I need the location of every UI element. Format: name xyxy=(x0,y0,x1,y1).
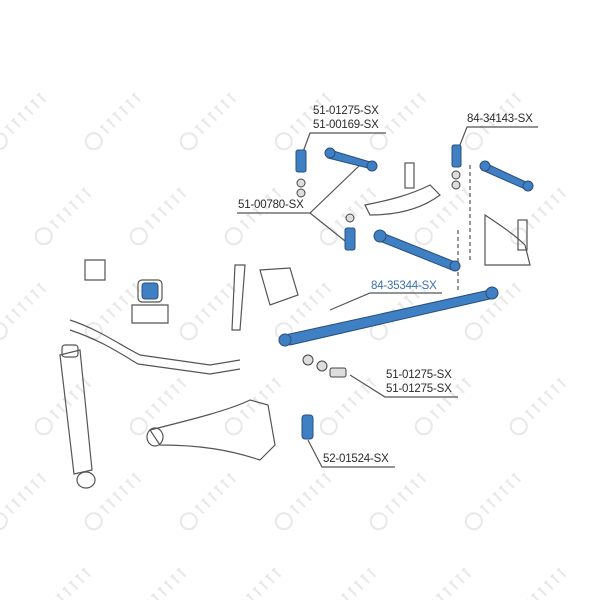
watermark-logo xyxy=(334,567,377,600)
part-label[interactable]: 51-01275-SX xyxy=(313,105,379,117)
bushing xyxy=(84,259,106,281)
idler-arm xyxy=(484,213,531,266)
watermark-logo xyxy=(464,92,522,151)
watermark-logo xyxy=(464,472,522,531)
watermark-logo xyxy=(84,472,142,531)
watermark-logo xyxy=(224,187,282,246)
watermark-logo xyxy=(34,187,92,246)
watermark-logo xyxy=(274,92,332,151)
watermark-logo xyxy=(129,377,187,436)
leader-line xyxy=(457,126,538,151)
watermark-logo xyxy=(524,567,567,600)
part-label[interactable]: 84-34143-SX xyxy=(467,113,533,125)
part-label[interactable]: 51-01275-SX xyxy=(386,383,452,395)
watermark-logo xyxy=(179,92,237,151)
leader-line xyxy=(349,374,458,398)
lower-control-arm xyxy=(149,399,276,461)
part-label-highlighted[interactable]: 84-35344-SX xyxy=(371,280,437,292)
watermark-logo xyxy=(414,377,472,436)
watermark-logo xyxy=(0,92,47,151)
watermark-logo xyxy=(274,472,332,531)
part-label[interactable]: 51-00780-SX xyxy=(238,199,304,211)
watermark-logo xyxy=(319,377,377,436)
bracket xyxy=(259,267,299,306)
watermark-logo xyxy=(179,282,237,341)
watermark-logo xyxy=(319,187,377,246)
sway-link xyxy=(231,264,246,331)
watermark-logo xyxy=(464,282,522,341)
watermark-logo xyxy=(274,282,332,341)
pitman-arm xyxy=(364,184,441,216)
watermark-logo xyxy=(0,282,47,341)
leader-line xyxy=(309,212,351,246)
lower-ball-joint xyxy=(301,414,314,440)
leader-line xyxy=(329,292,442,311)
shock-absorber xyxy=(59,349,93,475)
watermark-logo xyxy=(129,187,187,246)
watermark-logo xyxy=(84,92,142,151)
part-label[interactable]: 51-00169-SX xyxy=(313,119,379,131)
watermark-logo xyxy=(369,472,427,531)
stabilizer-bar xyxy=(69,319,241,366)
part-label[interactable]: 52-01524-SX xyxy=(323,453,389,465)
tie-rod-lower xyxy=(376,231,456,271)
watermark-logo xyxy=(84,282,142,341)
watermark-logo xyxy=(239,567,282,600)
part-label[interactable]: 51-01275-SX xyxy=(386,369,452,381)
center-link-part xyxy=(284,289,495,346)
watermark-logo xyxy=(179,472,237,531)
ball-joint-stud xyxy=(295,149,307,173)
watermark-logo xyxy=(429,567,472,600)
watermark-logo xyxy=(414,187,472,246)
watermark-logo xyxy=(144,567,187,600)
watermark-logo xyxy=(0,472,47,531)
watermark-logo xyxy=(509,377,567,436)
watermark-logo xyxy=(369,92,427,151)
leader-line xyxy=(307,439,395,468)
watermark-logo xyxy=(49,567,92,600)
